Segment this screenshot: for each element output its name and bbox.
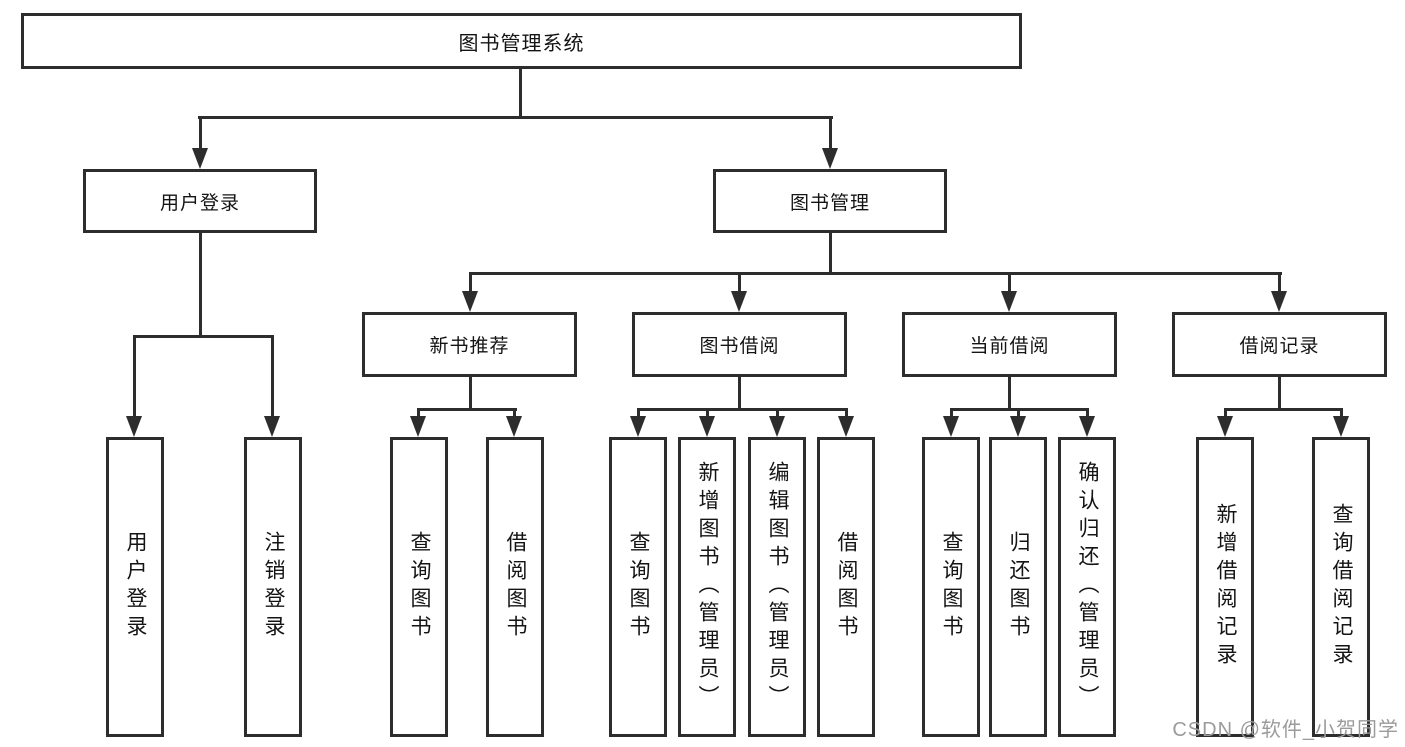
connector-line xyxy=(738,377,741,410)
leaf-query-books-current: 查询图书 xyxy=(922,437,980,737)
leaf-query-books-recommend: 查询图书 xyxy=(390,437,448,737)
arrowhead-icon xyxy=(1001,291,1017,312)
leaf-label: 查询图书 xyxy=(627,531,650,643)
connector-line xyxy=(1086,408,1089,420)
arrowhead-icon xyxy=(1217,416,1233,437)
leaf-label: 借阅图书 xyxy=(835,531,858,643)
connector-line xyxy=(469,272,1282,275)
arrowhead-icon xyxy=(1333,416,1349,437)
arrowhead-icon xyxy=(1010,416,1026,437)
node-user-login: 用户登录 xyxy=(83,169,317,233)
leaf-edit-books-admin: 编辑图书（管理员） xyxy=(748,437,806,737)
connector-line xyxy=(417,408,420,420)
arrowhead-icon xyxy=(126,416,142,437)
connector-line xyxy=(829,116,832,150)
connector-line xyxy=(417,408,517,411)
leaf-return-books: 归还图书 xyxy=(989,437,1047,737)
leaf-label: 注销登录 xyxy=(262,531,285,643)
arrowhead-icon xyxy=(192,148,208,169)
connector-line xyxy=(1008,272,1011,294)
connector-line xyxy=(1224,408,1342,411)
leaf-query-borrow-record: 查询借阅记录 xyxy=(1312,437,1370,737)
arrowhead-icon xyxy=(462,291,478,312)
connector-line xyxy=(133,335,274,338)
connector-line xyxy=(1278,377,1281,410)
node-current-borrow: 当前借阅 xyxy=(902,312,1117,377)
leaf-query-books-borrow: 查询图书 xyxy=(609,437,667,737)
connector-line xyxy=(1008,377,1011,410)
leaf-add-books-admin: 新增图书（管理员） xyxy=(678,437,736,737)
leaf-label: 用户登录 xyxy=(124,531,147,643)
leaf-label: 查询借阅记录 xyxy=(1330,503,1353,671)
leaf-label: 新增借阅记录 xyxy=(1214,503,1237,671)
connector-line xyxy=(1340,408,1343,420)
connector-line xyxy=(1017,408,1020,420)
arrowhead-icon xyxy=(769,416,785,437)
connector-line xyxy=(706,408,709,420)
connector-line xyxy=(776,408,779,420)
leaf-user-login: 用户登录 xyxy=(106,437,164,737)
connector-line xyxy=(469,272,472,294)
arrowhead-icon xyxy=(410,416,426,437)
arrowhead-icon xyxy=(264,416,280,437)
connector-line xyxy=(469,377,472,410)
arrowhead-icon xyxy=(506,416,522,437)
node-book-management: 图书管理 xyxy=(713,169,947,233)
leaf-label: 查询图书 xyxy=(408,531,431,643)
leaf-label: 借阅图书 xyxy=(504,531,527,643)
leaf-logout: 注销登录 xyxy=(244,437,302,737)
leaf-confirm-return-admin: 确认归还（管理员） xyxy=(1058,437,1116,737)
arrowhead-icon xyxy=(699,416,715,437)
arrowhead-icon xyxy=(838,416,854,437)
connector-line xyxy=(1224,408,1227,420)
connector-line xyxy=(519,68,522,117)
leaf-label: 查询图书 xyxy=(940,531,963,643)
arrowhead-icon xyxy=(943,416,959,437)
leaf-label: 归还图书 xyxy=(1007,531,1030,643)
leaf-add-borrow-record: 新增借阅记录 xyxy=(1196,437,1254,737)
connector-line xyxy=(950,408,953,420)
connector-line xyxy=(637,408,848,411)
arrowhead-icon xyxy=(822,148,838,169)
leaf-label: 新增图书（管理员） xyxy=(696,461,719,713)
node-book-borrow: 图书借阅 xyxy=(632,312,847,377)
connector-line xyxy=(845,408,848,420)
leaf-label: 编辑图书（管理员） xyxy=(766,461,789,713)
connector-line xyxy=(199,233,202,337)
leaf-borrow-books: 借阅图书 xyxy=(817,437,875,737)
connector-line xyxy=(271,335,274,420)
connector-line xyxy=(513,408,516,420)
node-new-book-recommend: 新书推荐 xyxy=(362,312,577,377)
connector-line xyxy=(637,408,640,420)
connector-line xyxy=(133,335,136,420)
leaf-label: 确认归还（管理员） xyxy=(1076,461,1099,713)
leaf-borrow-books-recommend: 借阅图书 xyxy=(486,437,544,737)
arrowhead-icon xyxy=(731,291,747,312)
connector-line xyxy=(1278,272,1281,294)
connector-line xyxy=(198,116,833,119)
node-root: 图书管理系统 xyxy=(21,13,1022,69)
arrowhead-icon xyxy=(630,416,646,437)
watermark: CSDN @软件_小贺同学 xyxy=(1172,719,1399,741)
arrowhead-icon xyxy=(1271,291,1287,312)
node-borrow-records: 借阅记录 xyxy=(1172,312,1387,377)
connector-line xyxy=(829,233,832,274)
connector-line xyxy=(738,272,741,294)
connector-line xyxy=(199,116,202,150)
arrowhead-icon xyxy=(1079,416,1095,437)
